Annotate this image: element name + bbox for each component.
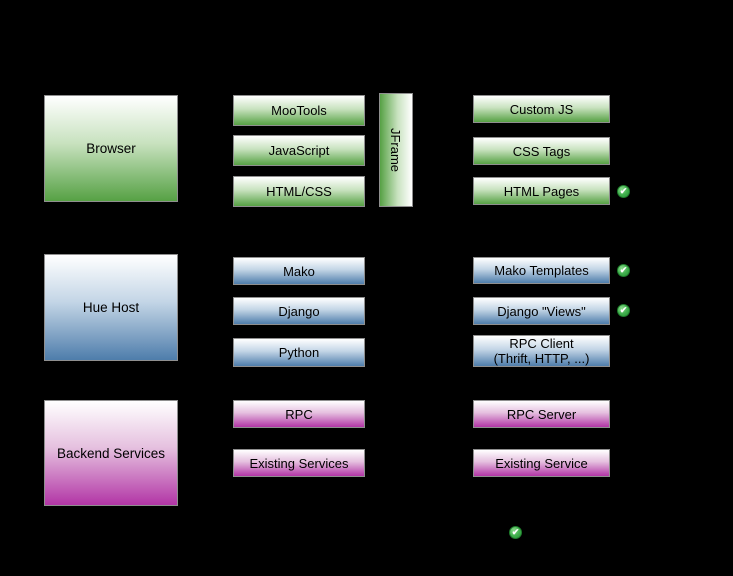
check-icon: ✔ (619, 305, 628, 315)
tech-python-box: Python (233, 338, 365, 367)
app-django-views-box: Django "Views" (473, 297, 610, 325)
app-existing-service-box: Existing Service (473, 449, 610, 477)
tech-existing-services-box: Existing Services (233, 449, 365, 477)
check-badge-django-views: ✔ (617, 304, 630, 317)
tier-hue-host-box: Hue Host (44, 254, 178, 361)
tier-browser-box: Browser (44, 95, 178, 202)
check-badge-legend: ✔ (509, 526, 522, 539)
tech-jframe-box: JFrame (379, 93, 413, 207)
check-icon: ✔ (619, 186, 628, 196)
app-html-pages-box: HTML Pages (473, 177, 610, 205)
app-rpc-client-box: RPC Client (Thrift, HTTP, ...) (473, 335, 610, 367)
tech-html-css-box: HTML/CSS (233, 176, 365, 207)
tier-backend-services-box: Backend Services (44, 400, 178, 506)
tech-mako-box: Mako (233, 257, 365, 285)
app-mako-templates-box: Mako Templates (473, 257, 610, 284)
tech-django-box: Django (233, 297, 365, 325)
tech-mootools-box: MooTools (233, 95, 365, 126)
check-badge-mako-templates: ✔ (617, 264, 630, 277)
app-css-tags-box: CSS Tags (473, 137, 610, 165)
rpc-client-line1: RPC Client (509, 336, 574, 351)
rpc-client-line2: (Thrift, HTTP, ...) (493, 351, 590, 366)
tech-rpc-box: RPC (233, 400, 365, 428)
app-custom-js-box: Custom JS (473, 95, 610, 123)
app-rpc-server-box: RPC Server (473, 400, 610, 428)
tech-javascript-box: JavaScript (233, 135, 365, 166)
check-badge-html-pages: ✔ (617, 185, 630, 198)
check-icon: ✔ (511, 527, 520, 537)
check-icon: ✔ (619, 265, 628, 275)
